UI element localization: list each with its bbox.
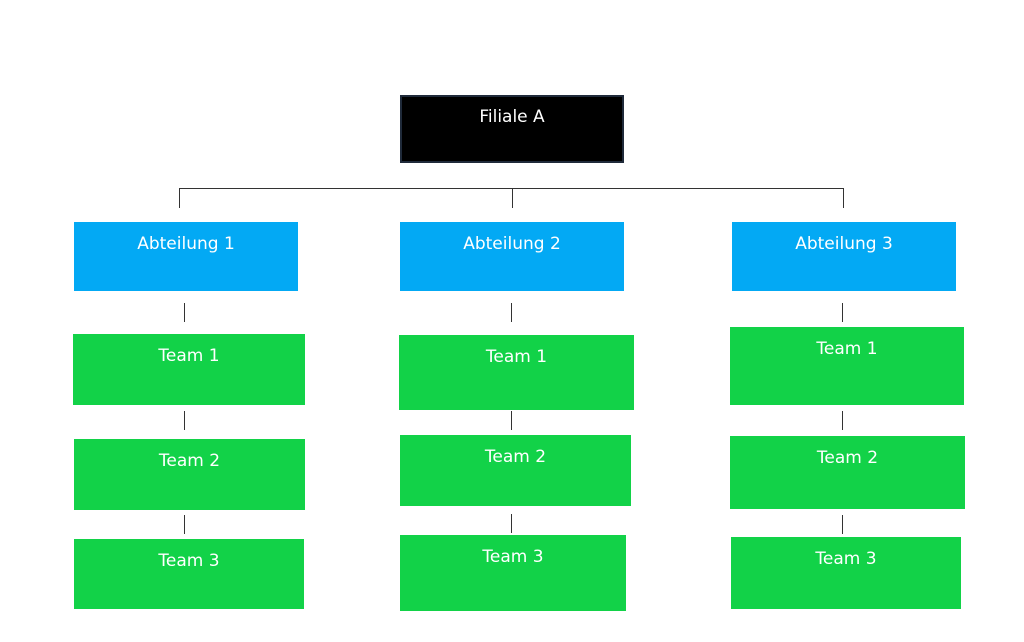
team-label: Team 3 <box>815 549 877 569</box>
team-label: Team 2 <box>158 451 221 471</box>
team-node-2-2: Team 2 <box>400 435 631 506</box>
team-node-3-1: Team 1 <box>730 327 964 405</box>
department-label: Abteilung 1 <box>137 234 235 254</box>
root-connector-stem-1 <box>179 188 180 208</box>
root-node: Filiale A <box>400 95 624 163</box>
team-node-2-3: Team 3 <box>400 535 626 611</box>
connector-dept2-team3 <box>511 514 512 533</box>
connector-dept3-team2 <box>842 411 843 430</box>
department-node-1: Abteilung 1 <box>74 222 298 291</box>
team-label: Team 1 <box>485 347 548 367</box>
team-node-2-1: Team 1 <box>399 335 634 410</box>
department-label: Abteilung 3 <box>795 234 893 254</box>
root-connector-stem-2 <box>512 188 513 208</box>
team-label: Team 2 <box>484 447 547 467</box>
connector-dept1-team1 <box>184 303 185 322</box>
root-node-label: Filiale A <box>479 107 545 127</box>
connector-dept2-team2 <box>511 411 512 430</box>
department-label: Abteilung 2 <box>463 234 561 254</box>
connector-dept1-team2 <box>184 411 185 430</box>
team-label: Team 1 <box>158 346 220 366</box>
connector-dept2-team1 <box>511 303 512 322</box>
team-label: Team 1 <box>816 339 878 359</box>
root-horizontal-connector <box>179 188 844 189</box>
connector-dept3-team3 <box>842 515 843 534</box>
team-node-1-2: Team 2 <box>74 439 305 510</box>
team-label: Team 2 <box>816 448 879 468</box>
connector-dept1-team3 <box>184 515 185 534</box>
team-node-1-3: Team 3 <box>74 539 304 609</box>
department-node-2: Abteilung 2 <box>400 222 624 291</box>
team-node-3-3: Team 3 <box>731 537 961 609</box>
connector-dept3-team1 <box>842 303 843 322</box>
root-connector-stem-3 <box>843 188 844 208</box>
team-label: Team 3 <box>482 547 544 567</box>
team-label: Team 3 <box>158 551 220 571</box>
department-node-3: Abteilung 3 <box>732 222 956 291</box>
team-node-1-1: Team 1 <box>73 334 305 405</box>
team-node-3-2: Team 2 <box>730 436 965 509</box>
